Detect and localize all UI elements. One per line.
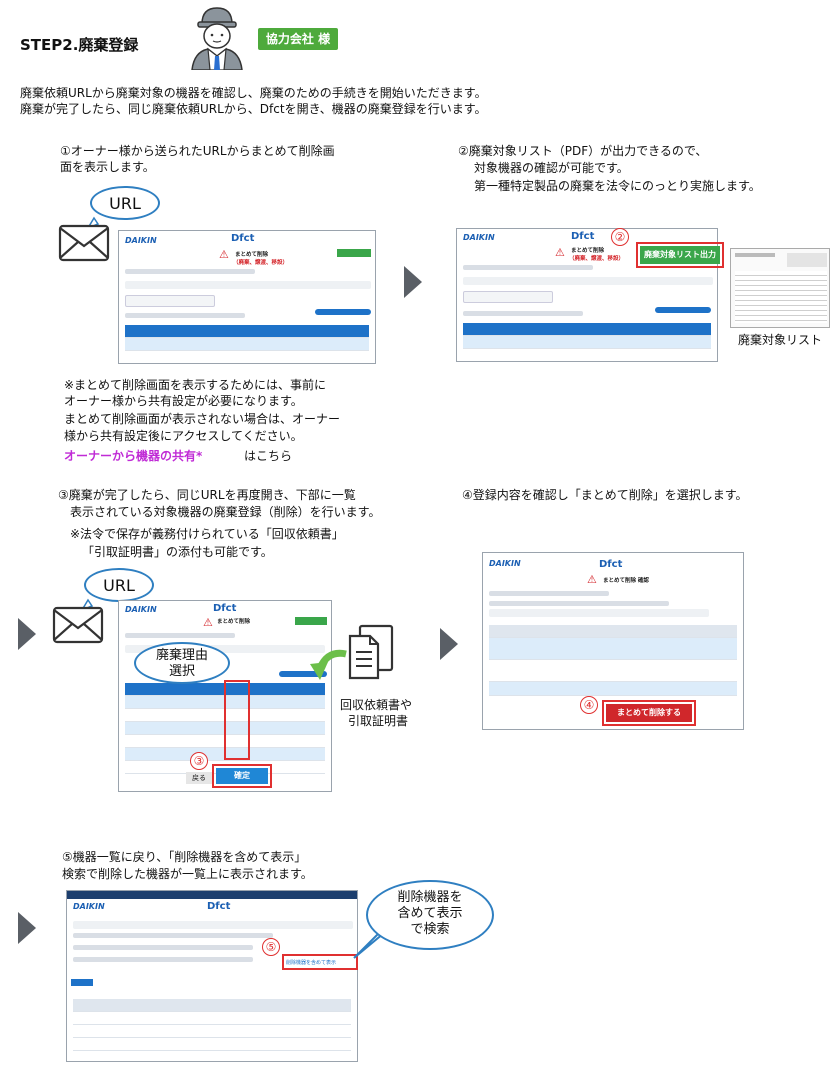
mail-icon xyxy=(58,216,110,262)
page-title: STEP2.廃棄登録 xyxy=(20,36,139,54)
step5-text-2: 検索で削除した機器が一覧上に表示されます。 xyxy=(62,867,313,881)
dfct-logo: Dfct xyxy=(231,233,255,244)
intro-line-1: 廃棄依頼URLから廃棄対象の機器を確認し、廃棄のための手続きを開始いただきます。 xyxy=(20,86,487,100)
step2-text-3: 第一種特定製品の廃棄を法令にのっとり実施します。 xyxy=(474,179,761,193)
step1-note-2: オーナー様から共有設定が必要になります。 xyxy=(64,394,303,408)
include-deleted-highlight: 削除機器を含めて表示 xyxy=(282,954,358,970)
arrow-3 xyxy=(18,618,36,650)
include-deleted-bubble: 削除機器を 含めて表示 で検索 xyxy=(366,880,494,950)
arrow-5 xyxy=(18,912,36,944)
warning-icon: ⚠ xyxy=(219,248,229,261)
dfct-logo: Dfct xyxy=(571,231,595,242)
step1-note-3: まとめて削除画面が表示されない場合は、オーナー xyxy=(64,412,341,426)
dfct-logo: Dfct xyxy=(207,901,231,912)
step3-number: ③ xyxy=(190,752,208,770)
pdf-caption: 廃棄対象リスト xyxy=(738,333,823,347)
bulk-delete-highlight xyxy=(602,700,696,726)
document-icon xyxy=(348,624,394,680)
warning-icon: ⚠ xyxy=(203,616,213,629)
daikin-logo: DAIKIN xyxy=(489,559,521,568)
delete-screen-3: DAIKIN Dfct ⚠ まとめて削除 xyxy=(118,600,332,792)
worker-avatar-icon xyxy=(191,7,243,70)
dfct-logo: Dfct xyxy=(599,559,623,570)
device-list-screen: DAIKIN Dfct xyxy=(66,890,358,1062)
owner-share-link-suffix: はこちら xyxy=(244,449,293,463)
delete-screen-1: DAIKIN Dfct ⚠ まとめて削除 （廃棄、譲渡、移設） xyxy=(118,230,376,364)
bulk-delete-button[interactable]: まとめて削除する xyxy=(606,704,692,722)
screen-title: まとめて削除 xyxy=(217,619,251,625)
arrow-4 xyxy=(440,628,458,660)
partner-badge: 協力会社 様 xyxy=(258,28,338,50)
doc-caption-2: 引取証明書 xyxy=(348,714,409,728)
step1-note-4: 様から共有設定後にアクセスしてください。 xyxy=(64,429,303,443)
step5-text-1: ⑤機器一覧に戻り、「削除機器を含めて表示」 xyxy=(62,850,307,864)
screen-title: まとめて削除 xyxy=(235,252,269,258)
pdf-thumbnail xyxy=(730,248,830,328)
confirm-button[interactable]: 確定 xyxy=(216,768,268,784)
step2-text-1: ②廃棄対象リスト（PDF）が出力できるので、 xyxy=(458,144,708,158)
daikin-logo: DAIKIN xyxy=(125,605,157,614)
reason-bubble: 廃棄理由 選択 xyxy=(134,642,230,684)
step3-text-1: ③廃棄が完了したら、同じURLを再度開き、下部に一覧 xyxy=(58,488,356,502)
step1-text-2: 面を表示します。 xyxy=(60,160,155,174)
step3-sub-1: ※法令で保存が義務付けられている「回収依頼書」 xyxy=(70,527,344,541)
export-highlight xyxy=(636,242,724,268)
step2-number: ② xyxy=(611,228,629,246)
step1-text-1: ①オーナー様から送られたURLからまとめて削除画 xyxy=(60,144,335,158)
step5-number: ⑤ xyxy=(262,938,280,956)
step3-sub-2: 「引取証明書」の添付も可能です。 xyxy=(82,545,273,559)
step4-number: ④ xyxy=(580,696,598,714)
confirm-screen-title: まとめて削除 確認 xyxy=(603,578,649,584)
include-deleted-checkbox[interactable]: 削除機器を含めて表示 xyxy=(286,960,337,966)
reason-column-highlight xyxy=(224,680,250,760)
count-box xyxy=(337,249,371,257)
export-list-button[interactable]: 廃棄対象リスト出力 xyxy=(640,246,720,264)
step4-text: ④登録内容を確認し「まとめて削除」を選択します。 xyxy=(462,488,748,502)
owner-share-link[interactable]: オーナーから機器の共有* xyxy=(64,449,203,463)
screen-subtitle: （廃棄、譲渡、移設） xyxy=(233,260,289,266)
screen-title: まとめて削除 xyxy=(571,248,605,254)
daikin-logo: DAIKIN xyxy=(463,233,495,242)
intro-line-2: 廃棄が完了したら、同じ廃棄依頼URLから、Dfctを開き、機器の廃棄登録を行いま… xyxy=(20,102,487,116)
dfct-logo: Dfct xyxy=(213,603,237,614)
attach-arrow-icon xyxy=(310,649,347,680)
step3-text-2: 表示されている対象機器の廃棄登録（削除）を行います。 xyxy=(70,505,381,519)
confirm-highlight xyxy=(212,764,272,788)
url-bubble-2: URL xyxy=(84,568,154,602)
mail-icon-2 xyxy=(52,598,104,644)
back-button[interactable]: 戻る xyxy=(186,772,212,784)
warning-icon: ⚠ xyxy=(587,573,597,586)
arrow-1 xyxy=(404,266,422,298)
step2-text-2: 対象機器の確認が可能です。 xyxy=(474,161,629,175)
step1-note-1: ※まとめて削除画面を表示するためには、事前に xyxy=(64,378,327,392)
screen-subtitle: （廃棄、譲渡、移設） xyxy=(569,256,625,262)
warning-icon: ⚠ xyxy=(555,246,565,259)
doc-caption-1: 回収依頼書や xyxy=(340,698,413,712)
url-bubble: URL xyxy=(90,186,160,220)
daikin-logo: DAIKIN xyxy=(73,902,105,911)
daikin-logo: DAIKIN xyxy=(125,236,157,245)
